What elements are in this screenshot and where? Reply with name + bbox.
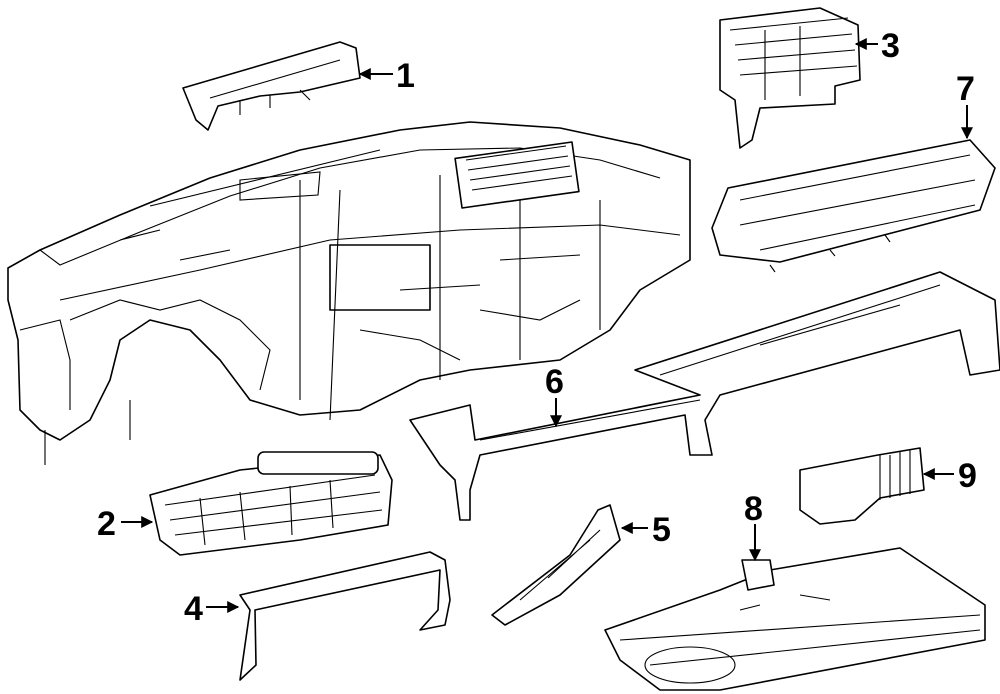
callout-2: 2 [97, 505, 116, 543]
part-6-lower-trim-panel [409, 271, 1000, 521]
callout-leaders [121, 38, 973, 613]
callout-4: 4 [184, 590, 203, 628]
part-2-center-vent [149, 451, 393, 556]
callout-8: 8 [744, 490, 763, 528]
callout-7: 7 [956, 70, 975, 108]
callout-numbers: 1 2 3 4 5 6 7 8 9 [97, 27, 977, 628]
part-5-trim-piece [491, 504, 621, 626]
part-3-side-vent [719, 7, 861, 149]
instrument-panel-frame [7, 121, 691, 465]
part-4-trim-strip [239, 551, 451, 681]
part-1-trim-cover [182, 41, 361, 131]
part-7-upper-panel-pad [711, 139, 996, 273]
callout-1: 1 [396, 57, 415, 95]
callout-3: 3 [881, 27, 900, 65]
part-9-module [799, 447, 925, 525]
callout-9: 9 [958, 457, 977, 495]
part-8-glove-box [604, 547, 986, 691]
callout-5: 5 [652, 511, 671, 549]
callout-6: 6 [545, 363, 564, 401]
